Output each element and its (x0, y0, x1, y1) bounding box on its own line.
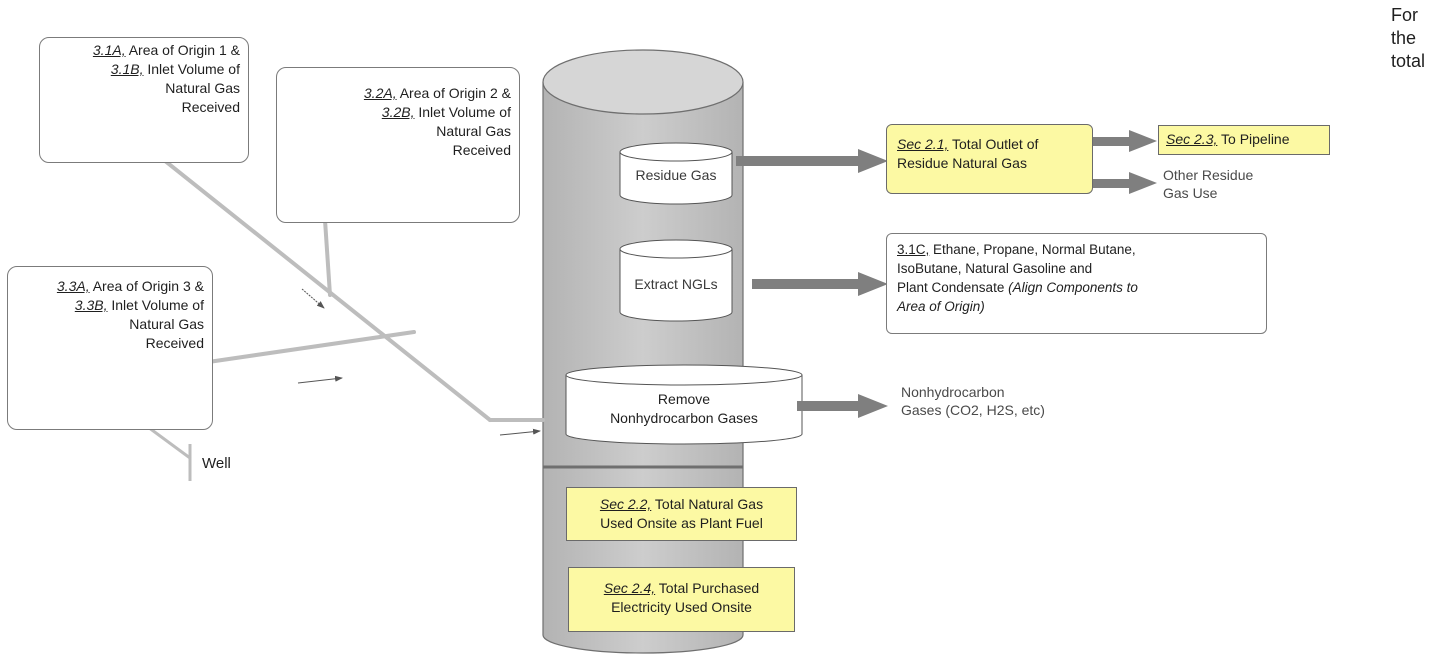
origin-3-code-b: 3.3B, (74, 297, 108, 313)
origin-3-code-a: 3.3A, (56, 278, 90, 294)
residue-gas-label: Residue Gas (635, 167, 717, 183)
electricity-code: Sec 2.4, (603, 580, 656, 596)
extract-ngls-drum (619, 239, 733, 322)
nonhydrocarbon-arrow (797, 394, 888, 418)
other-residue-arrow (1093, 172, 1157, 194)
plant-fuel-box: Sec 2.2, Total Natural Gas Used Onsite a… (566, 487, 797, 541)
ngl-components-box: 3.1C, Ethane, Propane, Normal Butane, Is… (886, 233, 1267, 334)
origin-1-code-b: 3.1B, (110, 61, 144, 77)
pipeline-arrow (1093, 130, 1157, 152)
ngl-arrow (752, 272, 888, 296)
flow-indicator-arrows (297, 288, 541, 436)
nonhydrocarbon-gases-output: Nonhydrocarbon Gases (CO2, H2S, etc) (901, 384, 1045, 418)
residue-outlet-code: Sec 2.1, (897, 136, 949, 152)
output-arrows (736, 130, 1157, 418)
origin-2-code-a: 3.2A, (363, 85, 397, 101)
cut-off-side-text: For the total (1391, 5, 1426, 71)
other-residue-gas-use: Other Residue Gas Use (1163, 167, 1254, 201)
residue-gas-arrow (736, 149, 888, 173)
residue-outlet-box: Sec 2.1, Total Outlet of Residue Natural… (886, 124, 1093, 194)
origin-3-box: 3.3A, Area of Origin 3 & 3.3B, Inlet Vol… (7, 266, 213, 430)
origin-2-box: 3.2A, Area of Origin 2 & 3.2B, Inlet Vol… (276, 67, 520, 223)
pipeline-box: Sec 2.3, To Pipeline (1158, 125, 1330, 155)
residue-gas-drum (619, 142, 733, 205)
remove-nonhydrocarbon-drum (565, 364, 803, 445)
origin-1-code-a: 3.1A, (92, 42, 126, 58)
origin-2-code-b: 3.2B, (381, 104, 415, 120)
remove-nonhydrocarbon-label: Remove Nonhydrocarbon Gases (610, 391, 758, 426)
origin-1-box: 3.1A, Area of Origin 1 & 3.1B, Inlet Vol… (39, 37, 249, 163)
processing-plant-cylinder (542, 49, 744, 654)
extract-ngls-label: Extract NGLs (634, 276, 718, 292)
plant-fuel-code: Sec 2.2, (599, 496, 652, 512)
pipeline-code: Sec 2.3, (1166, 131, 1218, 147)
purchased-electricity-box: Sec 2.4, Total Purchased Electricity Use… (568, 567, 795, 632)
ngl-code: 3.1C, (897, 242, 930, 257)
well-label: Well (202, 455, 231, 472)
